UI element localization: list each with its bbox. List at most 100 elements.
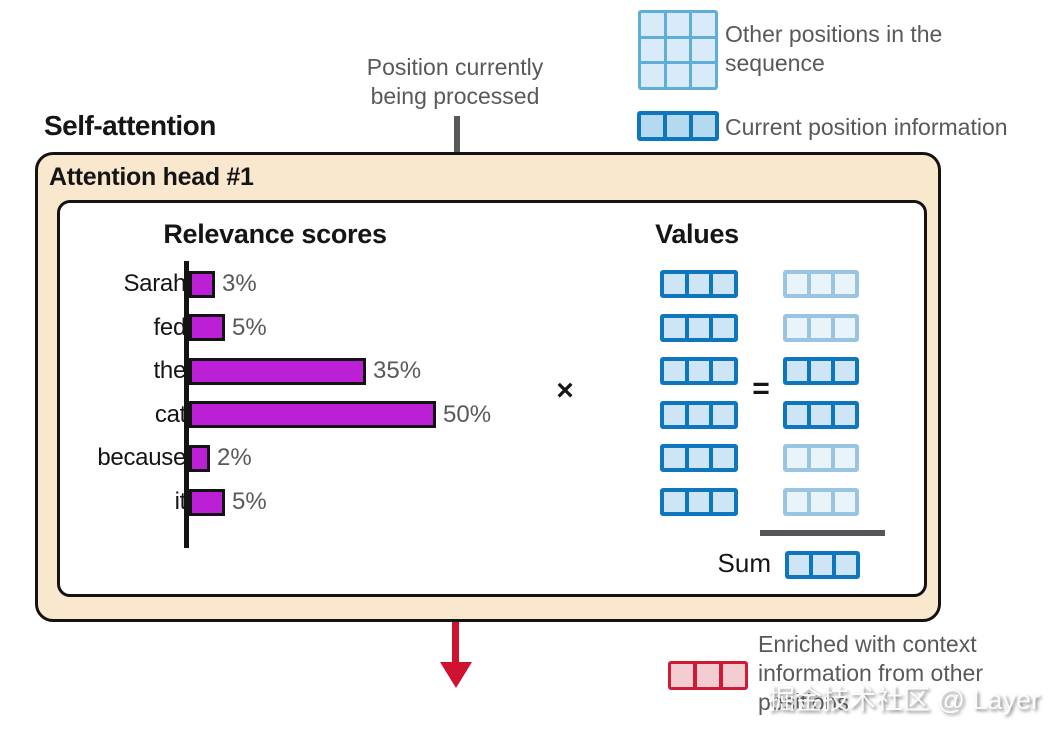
grid-cell — [812, 555, 833, 575]
bar-category-label: Sarah — [123, 270, 186, 297]
grid-cell — [789, 555, 809, 575]
bottom-annotation-line1: Enriched with context — [758, 631, 977, 657]
grid-cell — [811, 361, 831, 382]
bar-value-label: 35% — [373, 357, 422, 385]
legend-other-positions-label: Other positions in the sequence — [725, 21, 943, 76]
grid-cell — [688, 404, 710, 425]
grid-cell — [787, 274, 807, 294]
grid-cell — [713, 492, 734, 512]
grid-cell — [835, 274, 855, 294]
grid-cell — [664, 274, 685, 294]
result-grid — [783, 444, 859, 473]
bar-category-label: because — [97, 444, 186, 472]
grid-cell — [835, 448, 855, 469]
down-arrow-red-shaft — [452, 622, 459, 664]
grid-cell — [713, 361, 734, 382]
grid-cell — [811, 448, 831, 469]
bar-value-label: 2% — [217, 444, 252, 472]
bar-value-label: 5% — [232, 488, 267, 515]
legend-current-position-label: Current position information — [725, 114, 1008, 140]
multiply-symbol: × — [556, 374, 574, 407]
grid-cell — [641, 13, 664, 36]
bar-value-label: 3% — [222, 270, 257, 297]
bar-row: the 35% — [40, 357, 421, 385]
attention-head-label: Attention head #1 — [49, 163, 254, 191]
bar-chart-axis — [184, 261, 189, 548]
grid-cell — [688, 448, 710, 469]
bar-category-label: the — [153, 357, 187, 385]
sum-label: Sum — [717, 548, 771, 578]
bottom-annotation-line3: positions — [758, 689, 849, 716]
grid-cell — [641, 38, 664, 62]
grid-cell — [671, 664, 694, 687]
grid-cell — [688, 492, 710, 512]
grid-cell — [722, 664, 745, 687]
relevance-bar — [189, 314, 225, 342]
grid-cell — [836, 555, 856, 575]
bar-row: fed 5% — [40, 314, 267, 342]
grid-cell — [713, 404, 734, 425]
grid-cell — [787, 492, 807, 512]
relevance-scores-title: Relevance scores — [163, 219, 387, 249]
bar-row: Sarah 3% — [40, 270, 257, 298]
grid-cell — [688, 317, 710, 338]
top-annotation: Position currently being processed — [330, 53, 580, 111]
grid-cell — [696, 664, 720, 687]
enriched-output-grid-icon — [668, 661, 748, 690]
grid-cell — [787, 317, 807, 338]
grid-cell — [667, 115, 689, 137]
value-grid — [660, 444, 738, 473]
grid-cell — [692, 13, 715, 36]
grid-cell — [811, 492, 831, 512]
bar-row: it 5% — [40, 488, 267, 516]
value-grid — [660, 357, 738, 386]
sum-line — [760, 530, 885, 536]
result-grid — [783, 270, 859, 298]
top-annotation-line1: Position currently — [366, 54, 544, 80]
result-grid — [783, 400, 859, 429]
bar-category-label: it — [174, 488, 187, 515]
bar-category-label: fed — [153, 313, 187, 341]
grid-cell — [688, 274, 710, 294]
relevance-bar — [189, 401, 436, 429]
top-annotation-line2: being processed — [370, 82, 540, 109]
grid-cell — [811, 274, 831, 294]
grid-cell — [835, 361, 855, 382]
grid-cell — [787, 404, 807, 425]
value-grid — [660, 400, 738, 429]
bottom-annotation-line2: information from other — [758, 660, 983, 687]
sum-grid-icon — [785, 551, 860, 579]
grid-cell — [688, 361, 710, 382]
relevance-bar — [189, 444, 210, 472]
grid-cell — [713, 317, 734, 338]
other-positions-grid-icon — [638, 10, 718, 90]
down-arrow-red-icon — [440, 662, 472, 688]
value-grid — [660, 270, 738, 298]
equals-symbol: = — [752, 372, 770, 405]
grid-cell — [641, 64, 664, 87]
bar-category-label: cat — [154, 400, 186, 428]
down-arrow-gray-shaft — [454, 116, 460, 178]
value-grid — [660, 488, 738, 516]
grid-cell — [713, 274, 734, 294]
current-position-grid-icon — [637, 111, 719, 141]
grid-cell — [641, 115, 663, 137]
bar-row: cat 50% — [40, 401, 491, 429]
grid-cell — [664, 448, 685, 469]
result-grid — [783, 357, 859, 386]
grid-cell — [811, 317, 831, 338]
relevance-bar — [189, 270, 215, 298]
relevance-bar — [189, 488, 225, 516]
grid-cell — [666, 64, 690, 87]
relevance-bar — [189, 357, 366, 385]
grid-cell — [664, 492, 685, 512]
bar-value-label: 50% — [443, 400, 492, 428]
bar-value-label: 5% — [232, 313, 267, 341]
grid-cell — [666, 13, 690, 36]
grid-cell — [692, 64, 715, 87]
grid-cell — [787, 361, 807, 382]
bar-row: because 2% — [40, 444, 252, 472]
grid-cell — [664, 317, 685, 338]
grid-cell — [666, 38, 690, 62]
